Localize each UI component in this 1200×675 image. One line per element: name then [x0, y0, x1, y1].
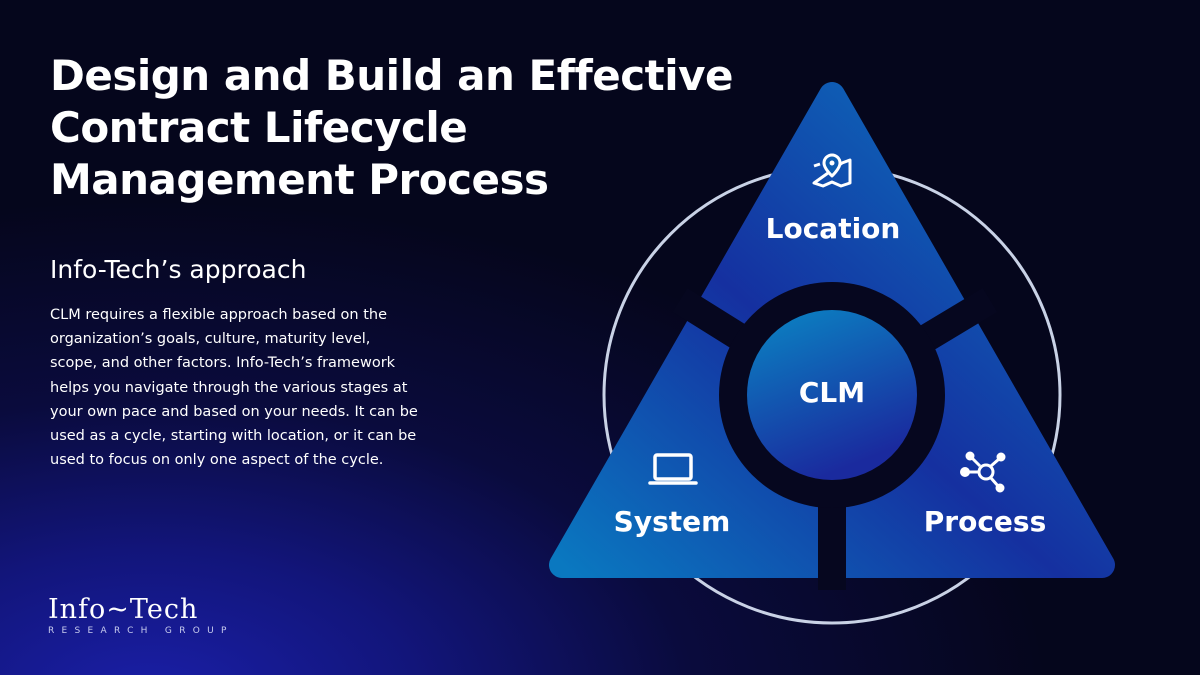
description-text: CLM requires a flexible approach based o… [50, 307, 418, 469]
info-tech-logo: Info~Tech RESEARCH GROUP [48, 594, 234, 637]
laptop-icon [648, 453, 698, 485]
logo-name: Info~Tech [48, 594, 199, 625]
segment-label-process: Process [923, 505, 1047, 538]
map-pin-icon [812, 153, 852, 188]
segment-label-location: Location [765, 212, 901, 245]
segment-label-system: System [613, 505, 731, 538]
network-nodes-icon [960, 451, 1006, 493]
center-label: CLM [798, 376, 866, 409]
clm-center-circle [747, 310, 917, 480]
page-title: Design and Build an Effective Contract L… [50, 51, 733, 204]
logo-tagline: RESEARCH GROUP [48, 626, 234, 636]
section-subtitle: Info-Tech’s approach [50, 255, 307, 284]
